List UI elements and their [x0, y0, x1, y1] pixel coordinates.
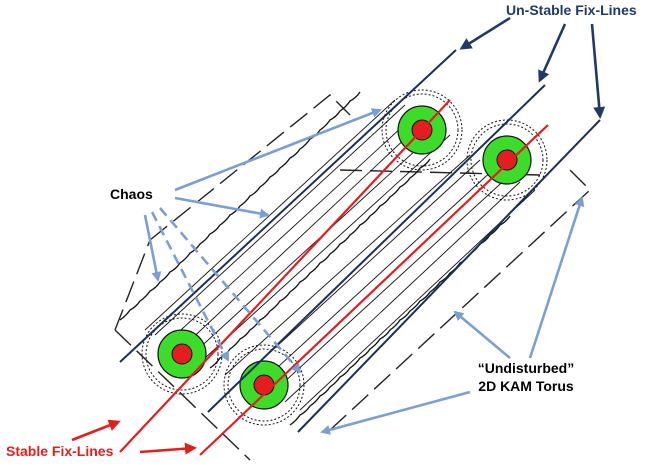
unstable-fix-lines — [119, 49, 601, 433]
stable-fix-lines — [119, 99, 549, 456]
chaos-label: Chaos — [110, 186, 153, 202]
stable-arrows — [71, 419, 197, 455]
torus-arrows — [320, 196, 585, 435]
stable-fix-lines-label: Stable Fix-Lines — [6, 443, 114, 459]
chaos-arrows — [143, 108, 382, 374]
unstable-fix-lines-label: Un-Stable Fix-Lines — [506, 2, 637, 18]
kam-torus-label: 2D KAM Torus — [478, 378, 574, 394]
unstable-arrows — [459, 16, 606, 119]
undisturbed-label: “Undisturbed” — [477, 360, 575, 376]
